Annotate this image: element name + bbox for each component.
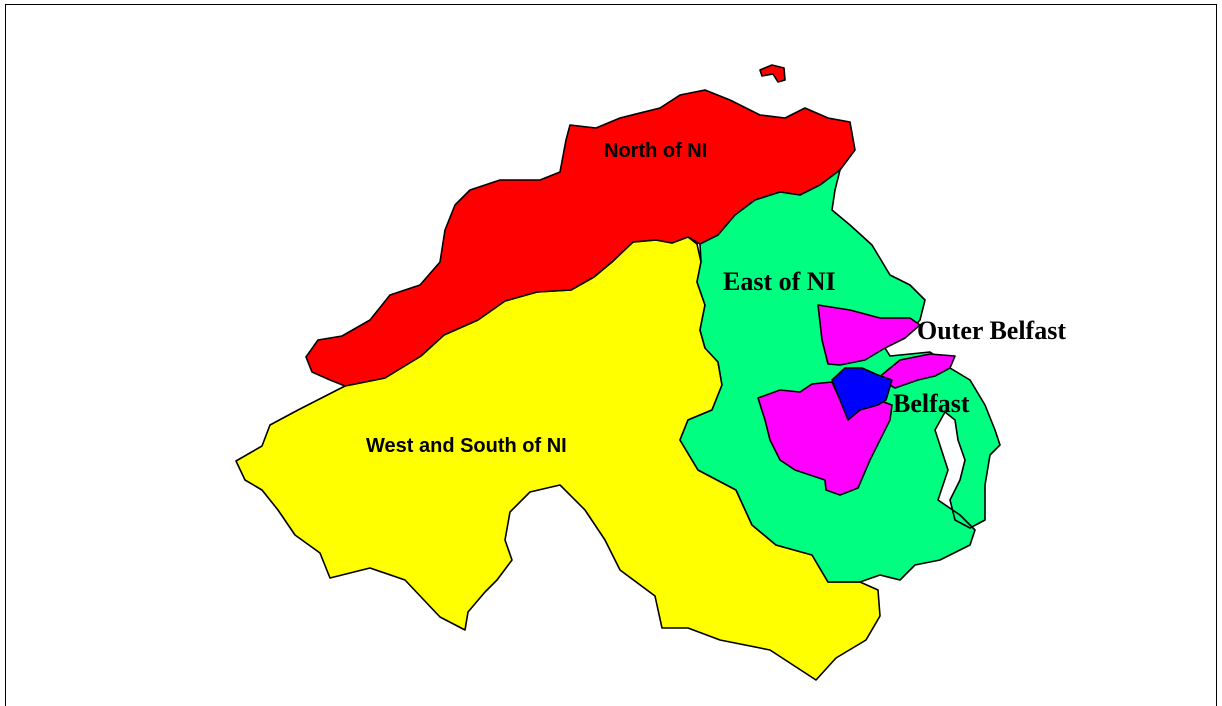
region-outer-belfast-south[interactable]: [757, 381, 893, 496]
region-north-island[interactable]: [759, 64, 786, 83]
region-outer-belfast-east[interactable]: [877, 353, 956, 389]
label-east: East of NI: [723, 267, 836, 296]
region-north[interactable]: [305, 89, 856, 387]
region-outer-belfast-north[interactable]: [817, 304, 921, 366]
label-west-south: West and South of NI: [366, 435, 567, 457]
label-north: North of NI: [604, 140, 707, 162]
label-outer-belfast: Outer Belfast: [917, 316, 1066, 345]
label-belfast: Belfast: [893, 389, 970, 418]
region-belfast[interactable]: [831, 367, 893, 421]
